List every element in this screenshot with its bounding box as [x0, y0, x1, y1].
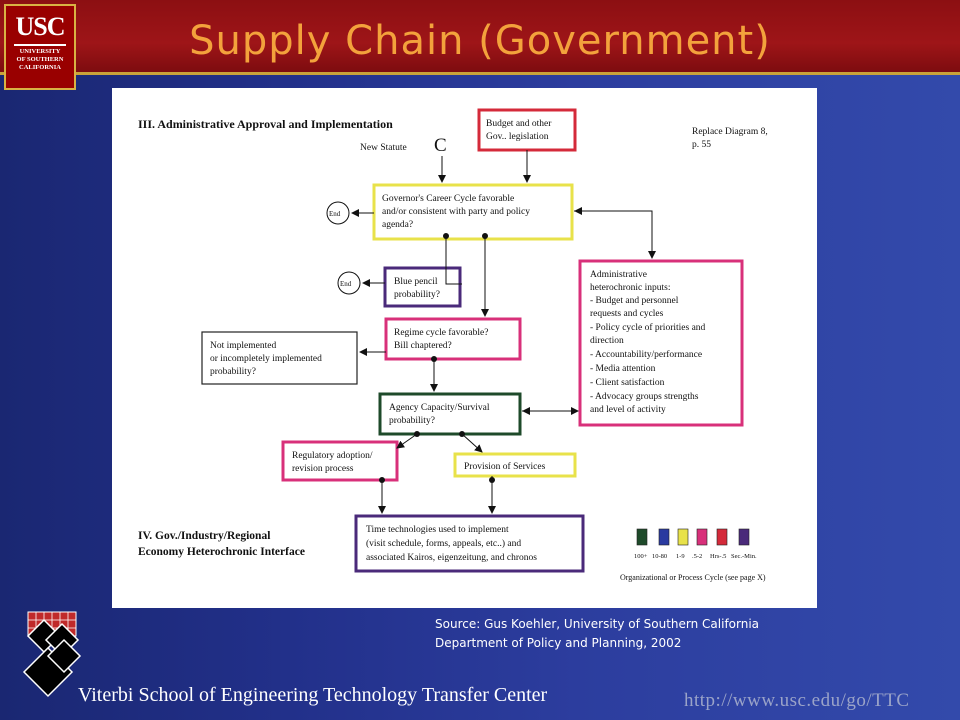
arrow-agency-to-provision	[461, 433, 483, 453]
admin-text-6: direction	[590, 336, 624, 346]
time-tech-text-2: (visit schedule, forms, appeals, etc..) …	[366, 538, 521, 549]
end-circle-bottom	[337, 271, 361, 295]
section-top-heading: III. Administrative Approval and Impleme…	[138, 117, 393, 131]
not-implemented-text-3: probability?	[210, 367, 256, 377]
provision-box	[453, 452, 577, 478]
admin-text-7: - Accountability/performance	[590, 349, 702, 360]
blue-pencil-text-1: Blue pencil	[394, 277, 438, 287]
source-line-1: Source: Gus Koehler, University of South…	[435, 617, 760, 631]
dot-7	[489, 477, 495, 483]
agency-text-2: probability?	[389, 416, 435, 426]
legend-label-6: Sec.-Min.	[731, 553, 757, 560]
not-implemented-box	[201, 331, 358, 385]
dot-2	[482, 233, 488, 239]
legend-label-5: Hrs-.5	[710, 553, 726, 560]
admin-text-11: and level of activity	[590, 404, 666, 415]
admin-text-2: heterochronic inputs:	[590, 283, 670, 293]
dot-4	[414, 431, 420, 437]
flow-diagram: III. Administrative Approval and Impleme…	[138, 108, 768, 582]
section-bottom-heading-1: IV. Gov./Industry/Regional	[138, 530, 270, 542]
usc-logo: USC UNIVERSITY OF SOUTHERN CALIFORNIA	[4, 4, 76, 90]
regulatory-text-2: revision process	[292, 464, 354, 474]
dot-1	[443, 233, 449, 239]
admin-text-9: - Client satisfaction	[590, 377, 665, 388]
regulatory-text-1: Regulatory adoption/	[292, 451, 373, 461]
connectors	[351, 150, 656, 514]
logo-divider	[14, 44, 66, 46]
logo-line-1: UNIVERSITY	[19, 48, 61, 55]
regulatory-box	[281, 440, 399, 482]
footer-url-link[interactable]: http://www.usc.edu/go/TTC	[684, 690, 910, 711]
legend-swatch-2	[658, 528, 670, 546]
admin-text-5: - Policy cycle of priorities and	[590, 322, 706, 333]
legend-label-2: 10-80	[652, 553, 667, 560]
legend-swatch-3	[677, 528, 689, 546]
blue-pencil-box	[383, 266, 462, 308]
dot-5	[459, 431, 465, 437]
source-citation: Source: Gus Koehler, University of South…	[435, 615, 759, 653]
end-circle-top	[326, 201, 350, 225]
legend-caption: Organizational or Process Cycle (see pag…	[620, 573, 766, 582]
end-label-top: End	[329, 210, 341, 218]
governor-box	[372, 183, 574, 241]
c-label: C	[434, 135, 447, 156]
legend-label-4: .5-2	[692, 553, 702, 560]
junction-dots	[379, 233, 495, 483]
source-line-2: Department of Policy and Planning, 2002	[435, 636, 682, 650]
blue-pencil-text-2: probability?	[394, 290, 440, 300]
section-bottom-heading-2: Economy Heterochronic Interface	[138, 546, 305, 558]
logo-main: USC	[15, 12, 65, 41]
governor-text-2: and/or consistent with party and policy	[382, 207, 530, 217]
legend-label-1: 100+	[634, 553, 648, 560]
admin-text-8: - Media attention	[590, 364, 656, 374]
time-tech-text-3: associated Kairos, eigenzeitung, and chr…	[366, 553, 537, 563]
regime-text-1: Regime cycle favorable?	[394, 327, 488, 338]
admin-text-4: requests and cycles	[590, 309, 664, 319]
legend-label-3: 1-9	[676, 553, 685, 560]
regime-box	[384, 317, 522, 361]
admin-text-10: - Advocacy groups strengths	[590, 392, 699, 402]
slide-title: Supply Chain (Government)	[189, 18, 771, 64]
viterbi-logo	[22, 611, 82, 698]
logo-line-3: CALIFORNIA	[19, 64, 61, 71]
agency-text-1: Agency Capacity/Survival	[389, 403, 490, 413]
end-label-bottom: End	[340, 280, 352, 288]
budget-text-1: Budget and other	[486, 119, 552, 129]
arrow-agency-to-regulatory	[396, 433, 418, 449]
diagram-panel: III. Administrative Approval and Impleme…	[112, 88, 817, 608]
admin-text-1: Administrative	[590, 270, 647, 280]
admin-text-3: - Budget and personnel	[590, 296, 679, 306]
legend-swatch-1	[636, 528, 648, 546]
provision-text-1: Provision of Services	[464, 461, 546, 472]
governor-text-1: Governor's Career Cycle favorable	[382, 193, 514, 204]
agency-box	[378, 392, 522, 436]
dot-6	[379, 477, 385, 483]
logo-line-2: OF SOUTHERN	[16, 56, 64, 63]
budget-text-2: Gov.. legislation	[486, 132, 549, 142]
cycle-legend: 100+ 10-80 1-9 .5-2 Hrs-.5 Sec.-Min. Org…	[620, 528, 766, 582]
admin-inputs-box	[578, 259, 744, 427]
replace-note-1: Replace Diagram 8,	[692, 127, 768, 137]
dot-3	[431, 356, 437, 362]
budget-box	[477, 108, 577, 152]
logo-diamonds	[22, 618, 82, 698]
new-statute-label: New Statute	[360, 143, 407, 153]
governor-text-3: agenda?	[382, 220, 413, 230]
not-implemented-text-2: or incompletely implemented	[210, 354, 322, 364]
regime-text-2: Bill chaptered?	[394, 341, 452, 351]
replace-note-2: p. 55	[692, 140, 711, 150]
time-tech-text-1: Time technologies used to implement	[366, 525, 509, 535]
title-bar	[0, 0, 960, 75]
legend-swatch-5	[716, 528, 728, 546]
not-implemented-text-1: Not implemented	[210, 341, 276, 351]
footer-school-name: Viterbi School of Engineering Technology…	[78, 684, 548, 706]
legend-swatch-4	[696, 528, 708, 546]
time-tech-box	[354, 514, 585, 573]
legend-swatch-6	[738, 528, 750, 546]
arrow-governor-to-admin	[574, 210, 656, 259]
